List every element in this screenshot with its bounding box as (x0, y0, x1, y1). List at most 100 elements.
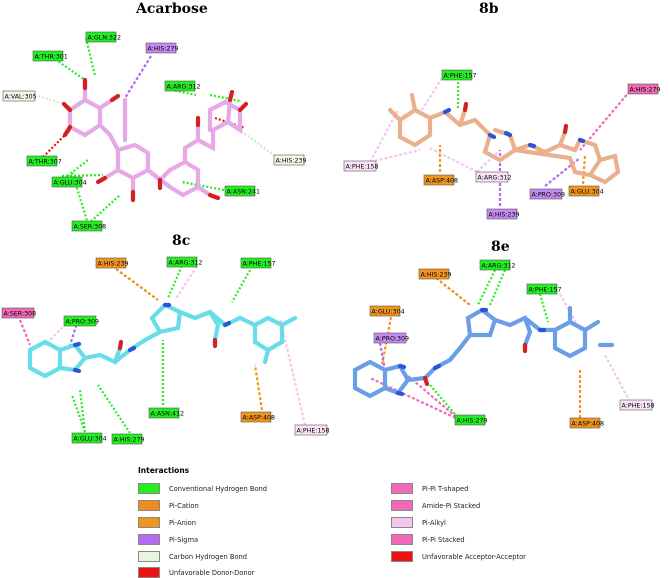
legend-title: Interactions (138, 466, 190, 475)
legend-label: Pi-Cation (169, 501, 199, 510)
legend-swatch (138, 534, 160, 545)
residue-label: A:GLU:304 (74, 435, 107, 442)
residue-label-box (85, 31, 117, 43)
interactions-legend: Interactions Conventional Hydrogen Bond … (128, 466, 668, 578)
ligand-stick (387, 92, 621, 185)
residue-label-box (148, 407, 180, 419)
hbond-line (78, 389, 87, 433)
residue-label: A:PHE:157 (529, 286, 562, 293)
residue-label-box (369, 305, 401, 317)
residue-label: A:HIS:279 (630, 86, 661, 93)
residue-label-box (423, 174, 455, 186)
residue-label: A:PRO:309 (376, 335, 409, 342)
pi-alkyl-line (604, 354, 631, 403)
pi-pi-line (18, 319, 32, 346)
legend-item: Unfavorable Donor-Donor (138, 567, 254, 578)
oxygen-stick (462, 101, 569, 135)
residue-label: A:ARG:312 (169, 259, 203, 266)
residue-label: A:ARG:312 (478, 174, 512, 181)
residue-label-box (71, 220, 103, 232)
acarbose-labels: A:GLN:322 A:THR:301 A:HIS:279 A:VAL:305 … (2, 31, 307, 232)
pi-sigma-line (544, 157, 581, 187)
residue-label-box (529, 188, 563, 200)
residue-label: A:PRO:309 (532, 191, 565, 198)
legend-label: Unfavorable Acceptor-Acceptor (422, 552, 526, 561)
residue-label-box (164, 80, 196, 92)
residue-label-box (568, 185, 600, 197)
legend-swatch (138, 500, 160, 511)
residue-label: A:HIS:279 (114, 436, 145, 443)
residue-label-box (343, 160, 377, 172)
legend-label: Amide-Pi Stacked (422, 501, 481, 510)
residue-label: A:GLU:304 (571, 188, 604, 195)
residue-label-box (479, 259, 511, 271)
residue-label: A:PHE:157 (444, 72, 477, 79)
title-8c: 8c (172, 233, 191, 249)
pi-cation-line (435, 277, 471, 306)
legend-item: Pi-Sigma (138, 534, 198, 545)
pi-alkyl-line (278, 317, 307, 426)
residue-label: A:HIS:239 (98, 260, 129, 267)
legend-label: Pi-Alkyl (422, 518, 446, 527)
residue-label: A:PRO:309 (66, 318, 99, 325)
residue-label-box (2, 90, 36, 102)
oxygen-stick (117, 337, 218, 351)
legend-item: Pi-Pi T-shaped (391, 483, 468, 494)
residue-label: A:ASN:241 (227, 188, 260, 195)
residue-label-box (418, 268, 450, 280)
title-acarbose: Acarbose (136, 1, 208, 17)
residue-label-box (619, 399, 653, 411)
residue-label: A:PHE:158 (622, 402, 655, 409)
residue-label: A:THR:301 (35, 53, 68, 60)
acarbose-molecule (61, 77, 249, 203)
residue-label: A:VAL:305 (5, 93, 37, 100)
acarbose-panel: A:GLN:322 A:THR:301 A:HIS:279 A:VAL:305 … (2, 31, 307, 232)
residue-label-box (373, 332, 407, 344)
residue-label-box (166, 256, 198, 268)
residue-label: A:GLN:322 (88, 34, 122, 41)
panel-8e: A:GLU:304 A:HIS:239 A:ARG:312 A:PHE:157 … (352, 259, 655, 429)
8e-molecule (352, 305, 615, 399)
residue-label: A:ARG:312 (167, 83, 201, 90)
hbond-line (61, 173, 104, 178)
hbond-line (97, 384, 131, 434)
legend-label: Carbon Hydrogen Bond (169, 552, 248, 561)
residue-label-box (1, 307, 35, 319)
legend-swatch (391, 551, 413, 562)
unfavorable-line (214, 116, 246, 130)
hbond-line (538, 293, 550, 323)
hbond-line (181, 180, 225, 192)
residue-label: A:THR:307 (29, 158, 62, 165)
carbon-hbond-line (239, 129, 276, 157)
residue-label-box (32, 50, 64, 62)
residue-label: A:HIS:279 (457, 417, 488, 424)
panel-8b: A:PHE:157 A:HIS:279 A:PHE:158 A:ASP:408 … (343, 69, 661, 220)
pi-anion-line (581, 154, 587, 185)
residue-label-box (26, 155, 58, 167)
legend-label: Unfavorable Donor-Donor (169, 568, 255, 577)
legend-item: Conventional Hydrogen Bond (138, 483, 267, 494)
residue-label-box (569, 417, 601, 429)
title-8b: 8b (479, 1, 499, 17)
title-8e: 8e (491, 239, 510, 255)
8c-molecule (27, 302, 298, 379)
legend-label: Conventional Hydrogen Bond (169, 484, 268, 493)
8e-interaction-lines (369, 269, 631, 421)
legend-swatch (138, 567, 160, 578)
pi-alkyl-line (369, 109, 399, 163)
nitrogen-stick (442, 107, 586, 149)
hbond-line (84, 37, 97, 77)
hbond-line (51, 56, 86, 81)
residue-label-box (95, 257, 127, 269)
residue-label-box (63, 315, 97, 327)
residue-label-box (441, 69, 473, 81)
residue-label: A:PHE:157 (243, 260, 276, 267)
legend-item: Pi-Pi Stacked (391, 534, 465, 545)
pi-alkyl-line (369, 148, 421, 164)
hbond-line (231, 269, 251, 303)
residue-label: A:SER:308 (74, 223, 107, 230)
oxygen-stick (61, 77, 249, 203)
pi-sigma-line (124, 55, 152, 99)
pi-alkyl-line (174, 265, 198, 301)
